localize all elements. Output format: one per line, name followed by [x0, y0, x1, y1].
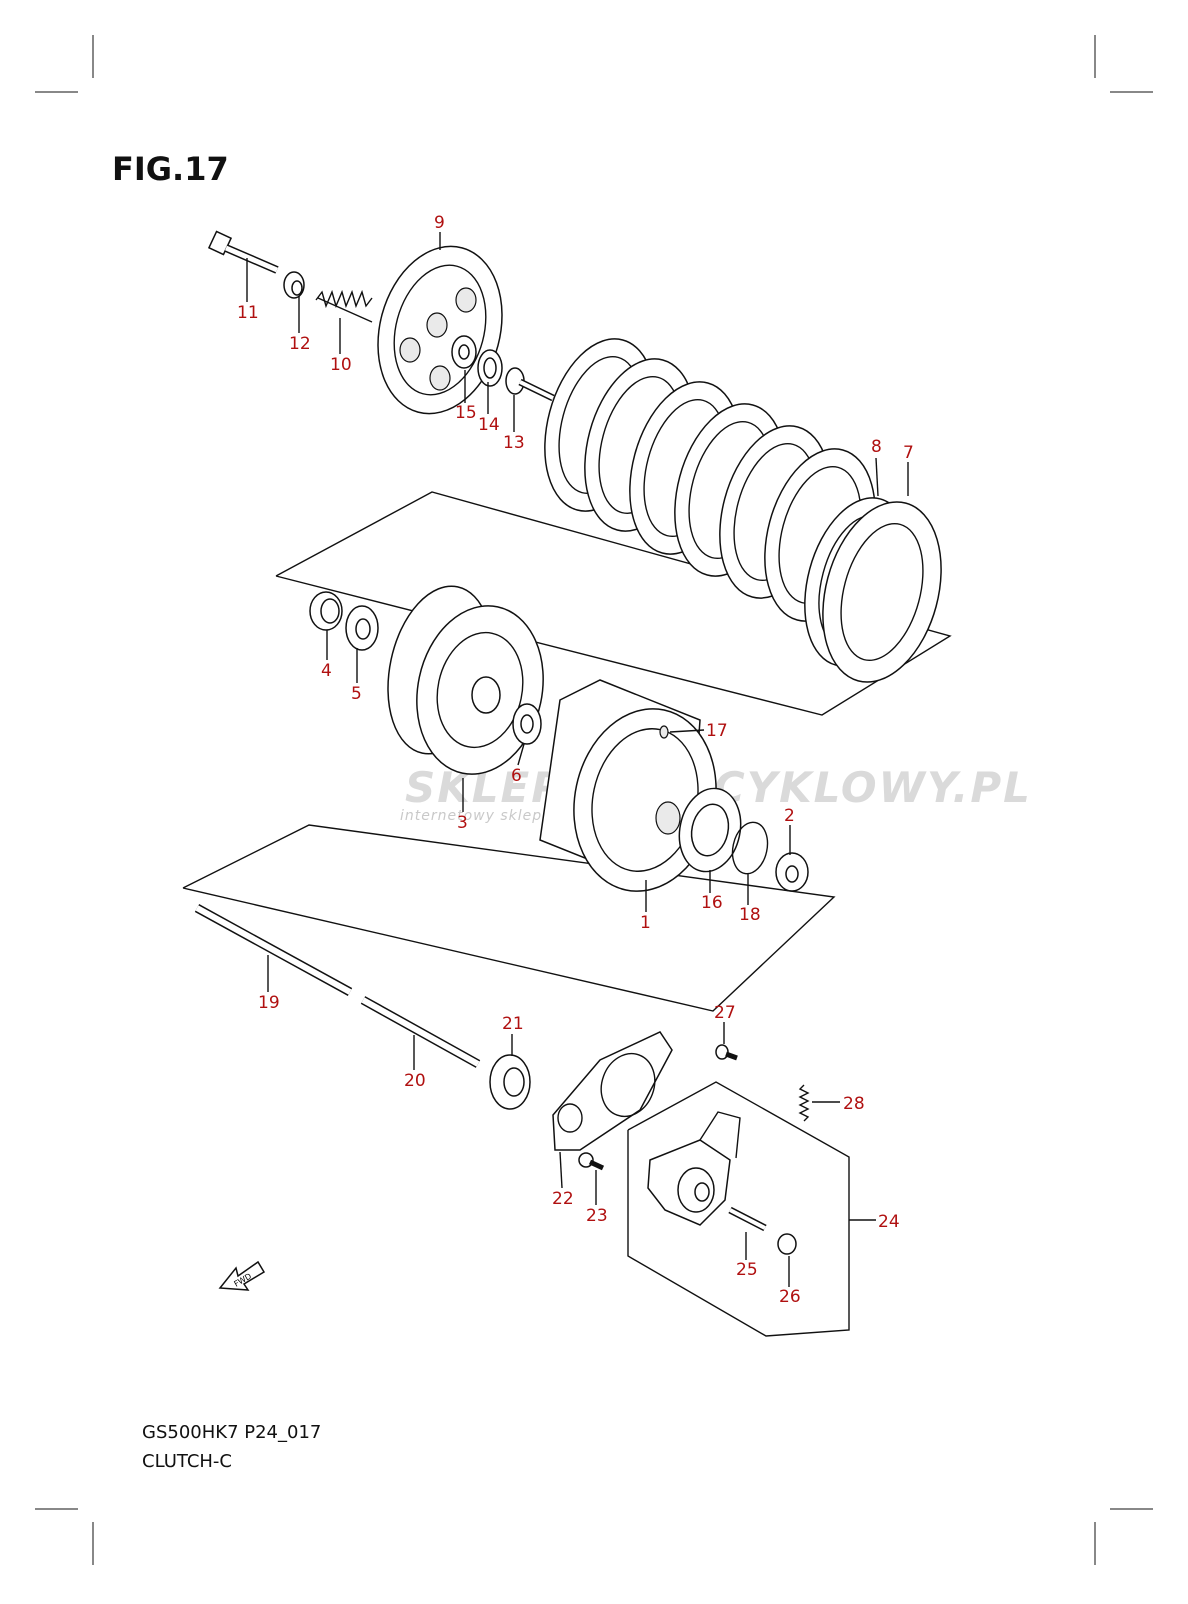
leader-lines: [246, 232, 909, 1287]
callout-2: 2: [784, 806, 795, 826]
crop-marks: [35, 35, 1153, 1565]
callout-14: 14: [478, 415, 500, 435]
part-20-push-rod: [360, 996, 481, 1068]
callout-5: 5: [351, 684, 362, 704]
callout-11: 11: [237, 303, 259, 323]
callout-16: 16: [701, 893, 723, 913]
part-22-gasket: [552, 1031, 673, 1151]
callout-15: 15: [455, 403, 477, 423]
part-21-oil-seal: [489, 1054, 531, 1110]
callout-26: 26: [779, 1287, 801, 1307]
callout-labels: 1 2 3 4 5 6 7 8 9 10 11 12 13 14 15 16 1…: [237, 213, 914, 1307]
part-12-collar: [283, 271, 305, 299]
callout-24: 24: [878, 1212, 900, 1232]
part-2-thrust-washer: [775, 852, 809, 892]
group-outline-housing: [182, 824, 836, 1012]
callout-17: 17: [706, 721, 728, 741]
group-outline-plates: [275, 491, 952, 716]
callout-9: 9: [434, 213, 445, 233]
part-26-nut: [777, 1233, 797, 1255]
part-28-spring: [798, 1084, 810, 1122]
callout-22: 22: [552, 1189, 574, 1209]
part-25-stud: [728, 1206, 767, 1232]
part-24-release-assembly: [647, 1111, 741, 1226]
callout-12: 12: [289, 334, 311, 354]
part-17-pin: [659, 725, 669, 739]
part-14-bearing: [477, 349, 503, 387]
group-outline-release: [627, 1081, 850, 1337]
callout-20: 20: [404, 1071, 426, 1091]
part-6-washer: [512, 703, 542, 745]
callout-21: 21: [502, 1014, 524, 1034]
callout-10: 10: [330, 355, 352, 375]
part-27-bolt: [715, 1044, 738, 1061]
fwd-arrow-icon: FWD: [218, 1260, 266, 1291]
part-11-bolt: [207, 230, 279, 274]
callout-1: 1: [640, 913, 651, 933]
part-10-spring: [315, 289, 373, 323]
part-23-bolt: [578, 1152, 605, 1171]
callout-23: 23: [586, 1206, 608, 1226]
callout-3: 3: [457, 813, 468, 833]
part-5-lock-washer: [345, 605, 379, 651]
callout-4: 4: [321, 661, 332, 681]
callout-6: 6: [511, 766, 522, 786]
part-18-circlip: [731, 821, 769, 875]
callout-13: 13: [503, 433, 525, 453]
model-code: GS500HK7 P24_017: [142, 1422, 322, 1443]
part-7-drive-plate: [822, 501, 942, 683]
callout-7: 7: [903, 443, 914, 463]
callout-19: 19: [258, 993, 280, 1013]
callout-25: 25: [736, 1260, 758, 1280]
part-15-washer: [451, 335, 477, 369]
part-3-sleeve-hub: [387, 585, 544, 775]
part-19-push-rod: [194, 904, 353, 996]
callout-27: 27: [714, 1003, 736, 1023]
figure-name: CLUTCH-C: [142, 1451, 232, 1472]
callout-18: 18: [739, 905, 761, 925]
part-9-pressure-plate: [377, 245, 503, 415]
callout-8: 8: [871, 437, 882, 457]
part-16-spacer: [678, 787, 742, 873]
part-13-push-piece: [505, 367, 555, 402]
part-4-nut: [309, 591, 343, 631]
callout-28: 28: [843, 1094, 865, 1114]
figure-title: FIG.17: [112, 150, 229, 188]
